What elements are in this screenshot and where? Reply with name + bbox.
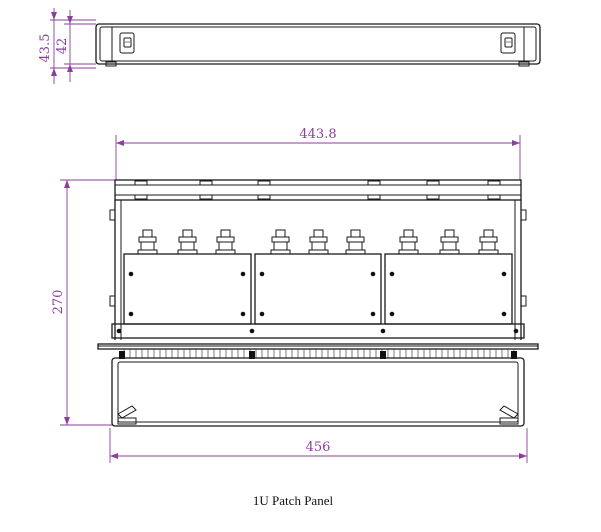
adapter-6 bbox=[345, 229, 366, 255]
depth-dimension: 270 bbox=[51, 179, 116, 426]
left-foot bbox=[105, 61, 117, 67]
tray-plate bbox=[111, 323, 525, 339]
cassette-module-2 bbox=[254, 253, 382, 325]
depth-label: 270 bbox=[51, 290, 66, 315]
adapter-2 bbox=[177, 229, 198, 255]
tray-front-plate bbox=[111, 323, 525, 339]
front-panel-outline bbox=[95, 23, 541, 65]
tray-body-inner bbox=[117, 361, 519, 423]
tray-body-outline bbox=[111, 357, 525, 427]
cassette-modules bbox=[123, 253, 513, 325]
height-outer-label: 43.5 bbox=[38, 34, 53, 63]
front-height-dimensions: 43.5 42 bbox=[38, 8, 96, 84]
front-view bbox=[95, 23, 541, 67]
adapter-9 bbox=[478, 229, 499, 255]
side-walls bbox=[109, 200, 527, 340]
top-width-dimension: 443.8 bbox=[115, 127, 521, 180]
bottom-width-dimension: 456 bbox=[109, 428, 528, 463]
front-panel-inner bbox=[99, 26, 537, 62]
rear-rail-outline bbox=[114, 179, 522, 201]
front-bezel bbox=[97, 343, 539, 350]
adapter-1 bbox=[137, 229, 158, 255]
width-bottom-label: 456 bbox=[306, 440, 331, 455]
left-tray-latch bbox=[117, 405, 137, 419]
right-foot bbox=[518, 61, 530, 67]
adapter-7 bbox=[398, 229, 419, 255]
rear-rails bbox=[114, 179, 522, 201]
front-tray-body bbox=[111, 357, 525, 427]
cassette-module-1 bbox=[123, 253, 252, 325]
adapter-8 bbox=[439, 229, 460, 255]
adapter-3 bbox=[215, 229, 236, 255]
right-tray-latch bbox=[499, 405, 519, 419]
adapter-5 bbox=[308, 229, 329, 255]
figure-caption: 1U Patch Panel bbox=[253, 493, 334, 508]
adapter-4 bbox=[270, 229, 291, 255]
cassette-module-3 bbox=[384, 253, 513, 325]
height-inner-label: 42 bbox=[55, 38, 70, 55]
adapter-connectors bbox=[137, 229, 499, 255]
width-top-label: 443.8 bbox=[299, 127, 336, 142]
left-label-badge bbox=[119, 32, 135, 54]
right-label-badge bbox=[500, 32, 516, 54]
